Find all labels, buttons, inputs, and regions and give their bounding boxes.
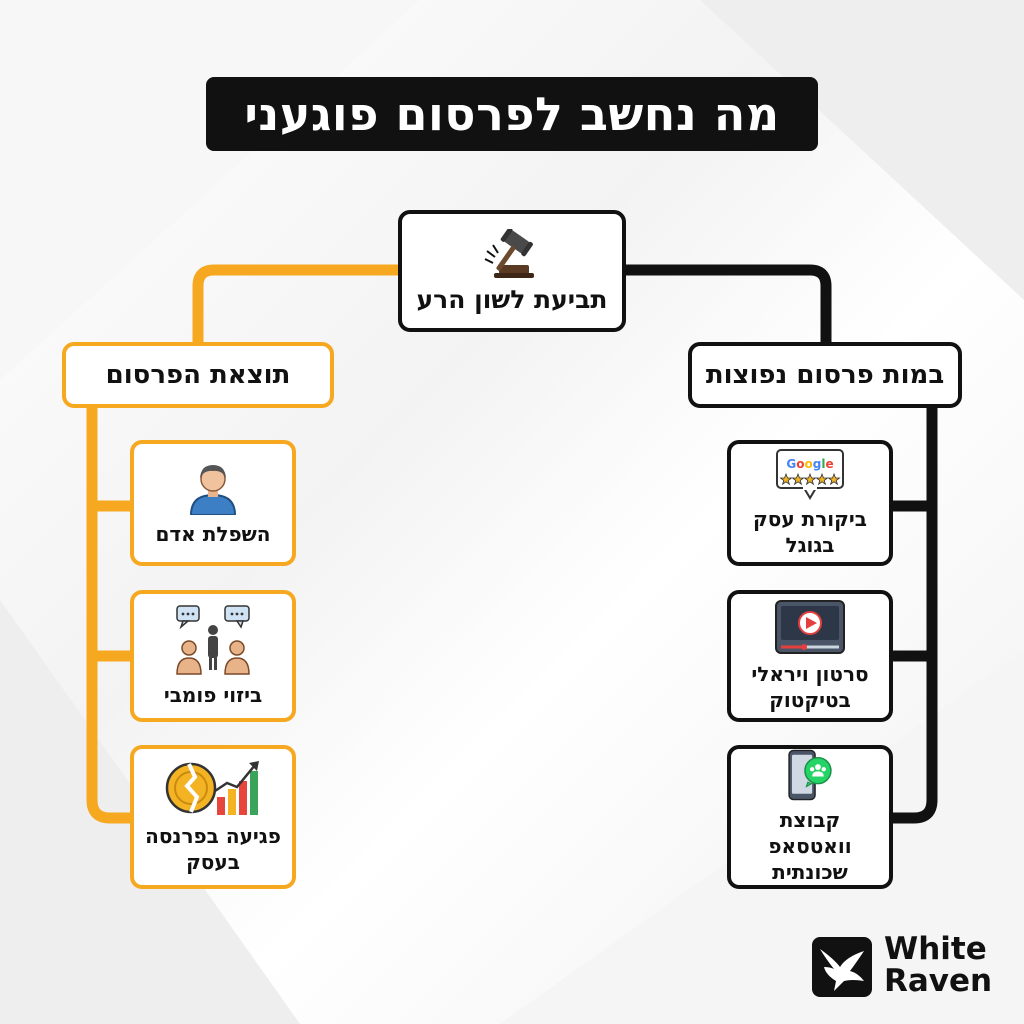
brand-line-2: Raven (884, 963, 993, 999)
left-item-1-label: השפלת אדם (155, 522, 271, 546)
brand-line-1: White (884, 931, 987, 967)
video-player-icon (775, 600, 845, 654)
left-branch-label: תוצאת הפרסום (105, 360, 291, 390)
google-wordmark: Google (786, 457, 833, 471)
right-branch-label: במות פרסום נפוצות (705, 360, 945, 390)
connector-left-spine (86, 408, 130, 824)
connector-root-left (192, 264, 404, 348)
page-title-text: מה נחשב לפרסום פוגעני (244, 87, 780, 141)
root-node: תביעת לשון הרע (398, 210, 626, 332)
connector-right-spine (893, 408, 938, 824)
whatsapp-phone-icon (788, 749, 832, 801)
google-review-icon: Google (776, 449, 844, 500)
connector-root-right (620, 264, 832, 348)
raven-logo-icon (812, 937, 872, 997)
page-title: מה נחשב לפרסום פוגעני (206, 77, 818, 151)
right-branch-node: במות פרסום נפוצות (688, 342, 962, 408)
right-item-3-label: קבוצת וואטסאפ שכונתית (768, 808, 852, 884)
person-icon (189, 465, 237, 515)
brand-logo: White Raven (812, 931, 993, 999)
broken-coin-chart-icon (165, 761, 259, 815)
right-item-1-label: ביקורת עסק בגוגל (753, 507, 867, 557)
left-item-3-label: פגיעה בפרנסה בעסק (145, 824, 281, 874)
gavel-icon (484, 228, 534, 278)
root-label: תביעת לשון הרע (416, 284, 608, 314)
gossip-people-icon (176, 605, 250, 675)
left-item-3: פגיעה בפרנסה בעסק (130, 745, 296, 889)
right-item-3: קבוצת וואטסאפ שכונתית (727, 745, 893, 889)
left-item-2-label: ביזוי פומבי (163, 683, 263, 707)
right-item-1: Google ביקורת עסק בגוגל (727, 440, 893, 566)
right-item-2-label: סרטון ויראלי בטיקטוק (751, 662, 869, 712)
left-item-2: ביזוי פומבי (130, 590, 296, 722)
right-item-2: סרטון ויראלי בטיקטוק (727, 590, 893, 722)
left-branch-node: תוצאת הפרסום (62, 342, 334, 408)
left-item-1: השפלת אדם (130, 440, 296, 566)
